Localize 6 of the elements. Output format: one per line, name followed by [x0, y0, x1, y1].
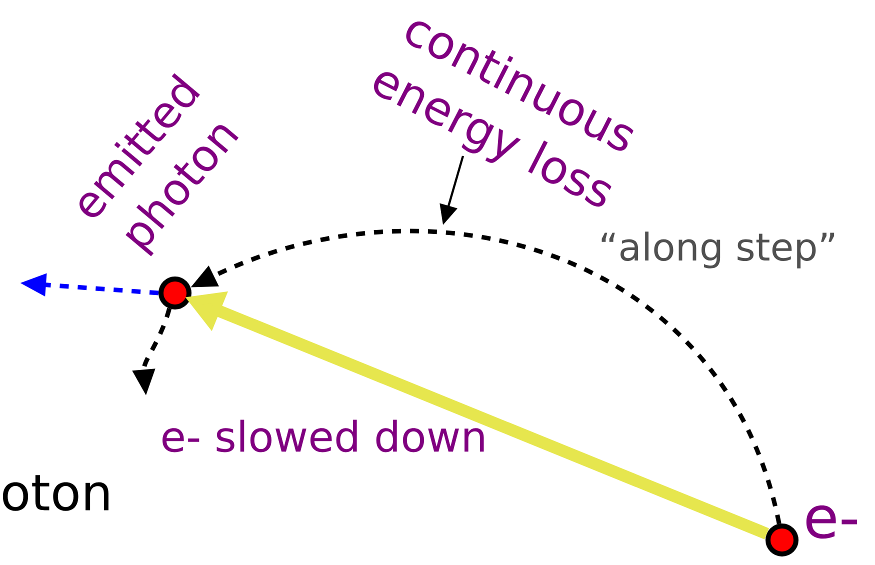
text-label: oton	[2, 475, 108, 511]
particle-label: e-	[806, 505, 857, 539]
particle-dot	[766, 524, 798, 556]
text-label: e- slowed down	[162, 420, 484, 452]
particle-dot	[158, 276, 192, 310]
edge-label: “along step”	[602, 232, 834, 268]
